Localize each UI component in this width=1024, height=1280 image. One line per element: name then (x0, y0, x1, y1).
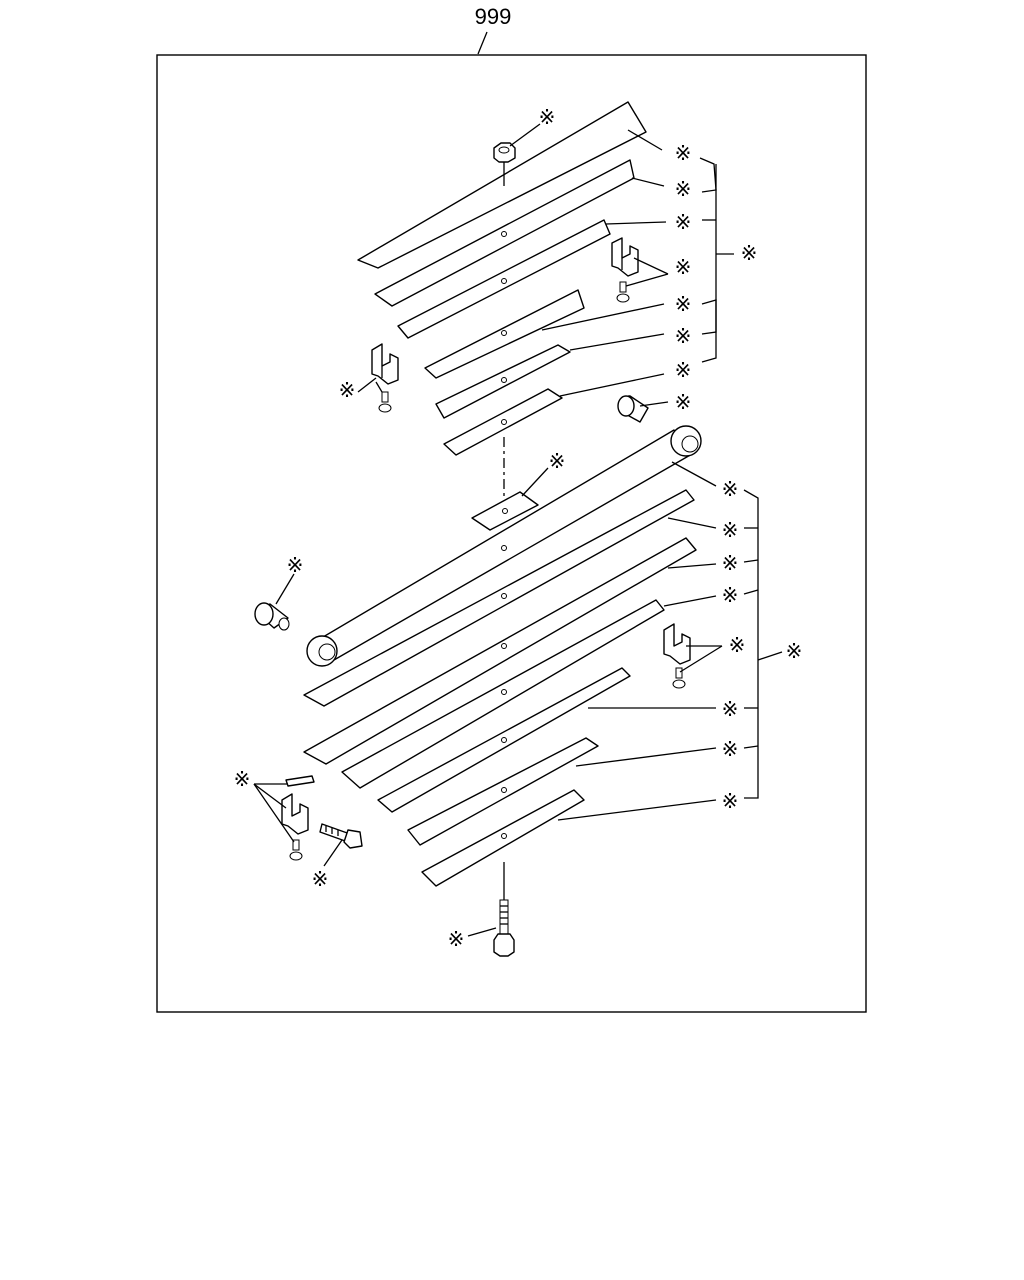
lower-left-clip (281, 775, 315, 861)
callout-upper-leaf-2: ※ (675, 177, 692, 201)
callout-lower-leaf-7: ※ (722, 789, 739, 813)
center-nut (493, 142, 516, 163)
leader-lines (253, 123, 783, 937)
assembly-number: 999 (475, 4, 512, 29)
callout-lower-leaf-4: ※ (722, 583, 739, 607)
callout-right-eye-bushing: ※ (675, 390, 692, 414)
right-eye-bushing (617, 395, 649, 423)
lower-leaf-2 (303, 489, 695, 707)
callout-upper-leaf-1: ※ (675, 141, 692, 165)
upper-leaf-1 (357, 101, 647, 269)
lower-leaf-3 (303, 537, 697, 765)
callout-lower-right-clip: ※ (729, 633, 746, 657)
callout-left-eye-bushing: ※ (287, 553, 304, 577)
lower-leaf-pack (303, 425, 702, 887)
callout-side-bolt: ※ (312, 867, 329, 891)
callout-top-nut: ※ (539, 105, 556, 129)
callout-upper-leaf-6: ※ (675, 358, 692, 382)
callout-upper-leaf-3: ※ (675, 210, 692, 234)
callout-lower-leaf-1: ※ (722, 477, 739, 501)
callout-lower-leaf-5: ※ (722, 697, 739, 721)
callout-labels: ※ ※ ※ ※ ※ ※ ※ ※ ※ ※ ※ ※ ※ ※ ※ ※ ※ ※ ※ ※ … (234, 105, 803, 951)
upper-right-clip (611, 237, 639, 303)
callout-lower-leaf-3: ※ (722, 551, 739, 575)
upper-left-clip (371, 343, 399, 413)
callout-upper-leaf-5: ※ (675, 324, 692, 348)
lower-right-clip (663, 623, 691, 689)
callout-center-pad: ※ (549, 449, 566, 473)
side-bolt (319, 823, 363, 849)
callout-lower-leaf-6: ※ (722, 737, 739, 761)
callout-upper-right-clip: ※ (675, 255, 692, 279)
callout-lower-left-clip: ※ (234, 767, 251, 791)
callout-lower-group: ※ (786, 639, 803, 663)
callout-lower-leaf-2: ※ (722, 518, 739, 542)
upper-leaf-pack (357, 101, 647, 500)
center-bolt (493, 862, 515, 957)
diagram-frame (156, 54, 867, 1013)
callout-upper-left-clip: ※ (339, 378, 356, 402)
callout-center-bolt: ※ (448, 927, 465, 951)
callout-upper-group: ※ (741, 241, 758, 265)
left-eye-bushing (254, 602, 290, 631)
callout-upper-leaf-4: ※ (675, 292, 692, 316)
